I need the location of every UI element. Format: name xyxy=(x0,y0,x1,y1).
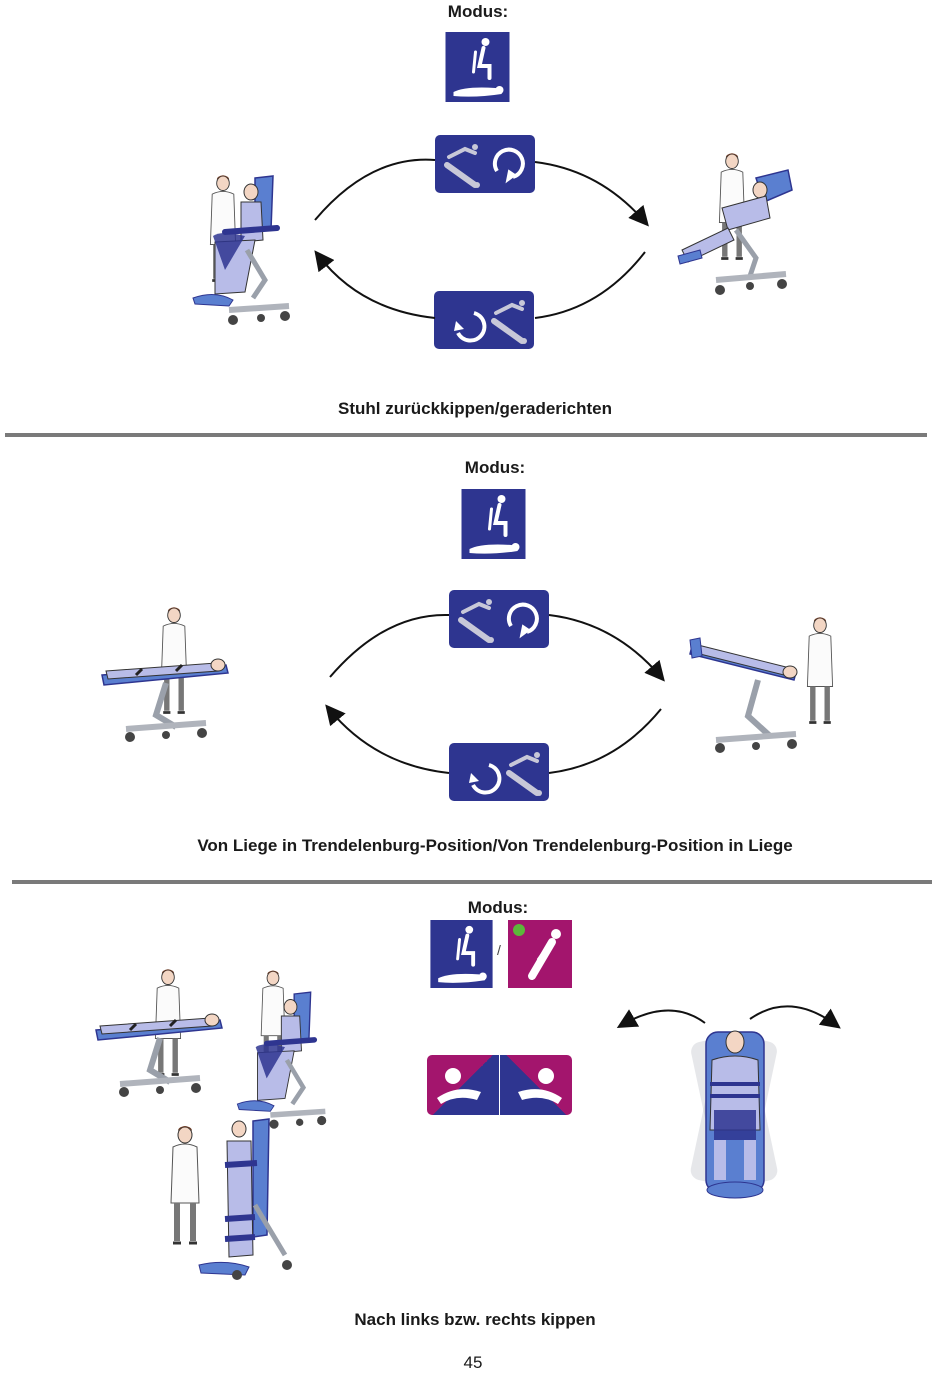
mode-chair-icon[interactable] xyxy=(461,489,526,559)
transition-arrows xyxy=(300,150,660,330)
standing-figure-icon xyxy=(508,920,572,988)
chair-reclined-illustration xyxy=(676,158,806,298)
tilt-right-icon xyxy=(500,1056,572,1114)
divider xyxy=(12,880,932,884)
mode-standing-icon[interactable] xyxy=(508,920,572,988)
section-caption: Stuhl zurückkippen/geraderichten xyxy=(200,399,750,419)
chair-tilt-front-illustration xyxy=(660,1020,810,1200)
mode-label: Modus: xyxy=(398,898,598,918)
section-caption: Von Liege in Trendelenburg-Position/Von … xyxy=(100,836,890,856)
tilt-button-group xyxy=(427,1055,572,1115)
bed-flat-illustration xyxy=(90,1000,230,1100)
mode-label: Modus: xyxy=(395,458,595,478)
tilt-right-button[interactable] xyxy=(500,1055,572,1115)
tilt-left-icon xyxy=(427,1056,499,1114)
bed-flat-illustration xyxy=(96,640,236,750)
bed-trendelenburg-illustration xyxy=(686,636,826,756)
mode-label: Modus: xyxy=(378,2,578,22)
page-number: 45 xyxy=(423,1353,523,1373)
divider xyxy=(5,433,927,437)
chair-standing-illustration xyxy=(195,1115,295,1283)
mode-chair-icon[interactable] xyxy=(445,32,510,102)
tilt-left-button[interactable] xyxy=(427,1055,499,1115)
mode-separator: / xyxy=(497,942,501,958)
chair-seated-illustration xyxy=(230,985,340,1135)
section-caption: Nach links bzw. rechts kippen xyxy=(300,1310,650,1330)
transition-arrows xyxy=(315,605,675,785)
chair-seated-illustration xyxy=(185,170,305,330)
mode-chair-icon[interactable] xyxy=(429,920,494,988)
indicator-green-icon xyxy=(513,924,525,936)
